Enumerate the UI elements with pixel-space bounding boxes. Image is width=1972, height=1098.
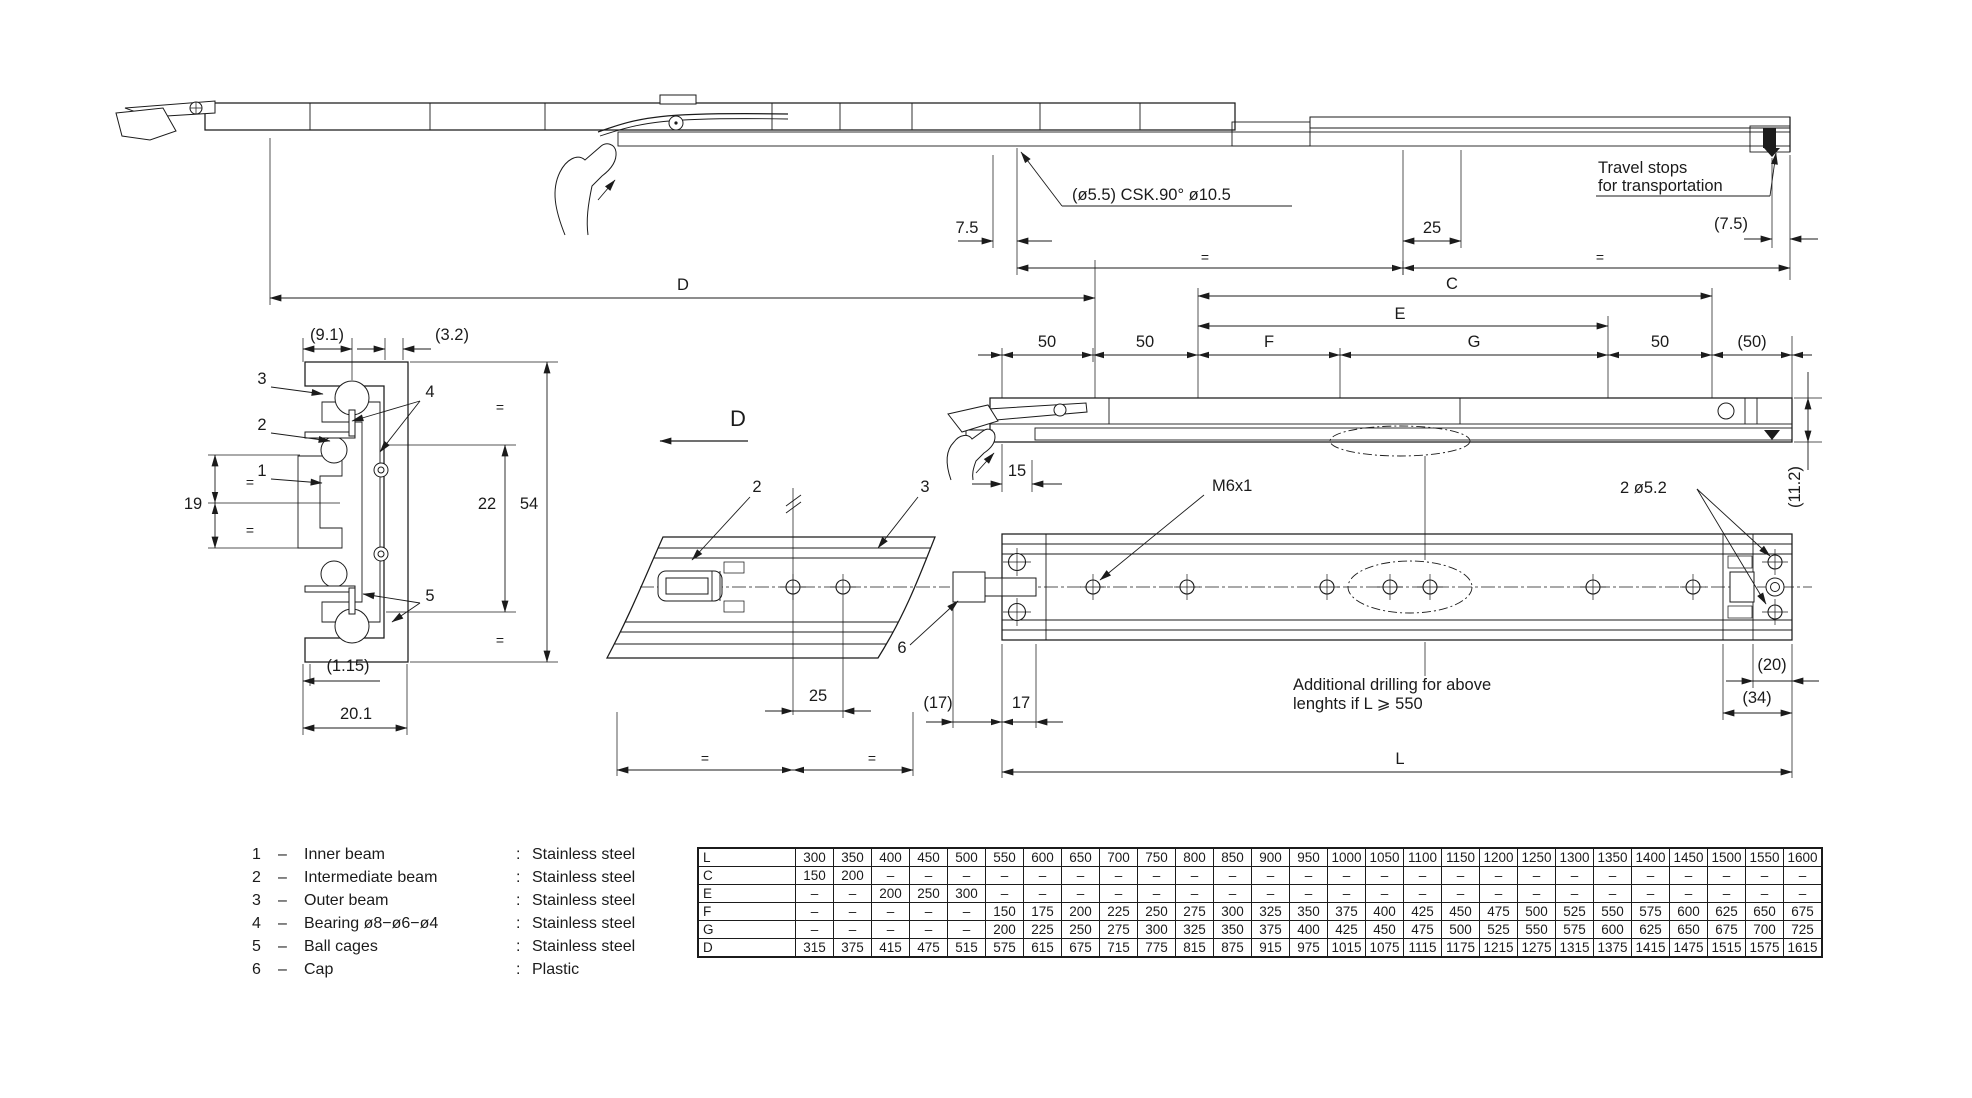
travel-stop-block (1749, 125, 1791, 157)
finger-icon-top (554, 143, 617, 236)
partial-dim-25-label: 25 (809, 687, 827, 705)
latch-detail (657, 561, 745, 613)
closed-view-plan (952, 456, 1812, 676)
dim-17-ref-label: (17) (923, 694, 952, 712)
section-label-4: 4 (425, 383, 434, 401)
parts-list-row: 2–Intermediate beam:Stainless steel (252, 869, 636, 886)
dim-50-label: 50 (1038, 333, 1056, 351)
partial-label-2: 2 (752, 478, 761, 496)
travel-stops-note-line2: for transportation (1598, 177, 1723, 195)
dim-C-label: C (1446, 275, 1458, 293)
dim-D-label: D (677, 276, 689, 294)
top-view-extended-slide (115, 94, 1791, 236)
parts-list-row: 6–Cap:Plastic (252, 961, 580, 978)
partial-view: 2 3 D 25 = = (605, 406, 950, 776)
closed-view-dimensions-top: C E 50 50 F G 50 (50) (978, 275, 1812, 398)
dim-50-ref-label: (50) (1737, 333, 1766, 351)
drill-note-line1: Additional drilling for above (1293, 676, 1491, 694)
equal-mark: = (246, 522, 254, 538)
section-label-1: 1 (257, 462, 266, 480)
thread-note-m6x1: M6x1 (1212, 477, 1252, 495)
dim-54-label: 54 (520, 495, 538, 513)
dim-25-label: 25 (1423, 219, 1441, 237)
parts-list-row: 5–Ball cages:Stainless steel (252, 938, 636, 955)
intermediate-beam-strip (617, 131, 1791, 147)
equal-mark: = (496, 399, 504, 415)
equal-mark: = (246, 474, 254, 490)
parts-list-row: 3–Outer beam:Stainless steel (252, 892, 636, 909)
top-view-dimensions: D 7.5 (ø5.5) CSK.90° ø10.5 25 (7.5) = = … (269, 138, 1818, 398)
cap-label-6: 6 (897, 639, 906, 657)
inner-beam-section (297, 455, 343, 549)
parts-list: 1–Inner beam:Stainless steel 2–Intermedia… (252, 843, 635, 981)
detail-ellipse-elevation (1329, 425, 1471, 457)
dim-7-5-label: 7.5 (956, 219, 979, 237)
outer-beam-section (304, 361, 409, 663)
csk-note: (ø5.5) CSK.90° ø10.5 (1072, 186, 1231, 204)
finger-icon-closed (946, 428, 996, 481)
dim-50-label: 50 (1651, 333, 1669, 351)
dim-19-label: 19 (184, 495, 202, 513)
dim-17-label: 17 (1012, 694, 1030, 712)
dim-7-5-ref-label: (7.5) (1714, 215, 1748, 233)
section-label-3: 3 (257, 370, 266, 388)
dim-E-label: E (1394, 305, 1405, 323)
parts-list-row: 1–Inner beam:Stainless steel (252, 846, 636, 863)
drill-note-line2: lenghts if L ⩾ 550 (1293, 695, 1423, 713)
closed-view-annotations: M6x1 2 ø5.2 6 (17) 17 (20) (34) L Additi… (897, 477, 1819, 778)
closed-view-elevation: (11.2) 15 (946, 372, 1822, 508)
dim-22-label: 22 (478, 495, 496, 513)
cross-section-view: 3 2 1 4 5 19 = = 22 54 = = (9 (184, 326, 558, 735)
detail-ellipse-plan (1347, 560, 1473, 614)
dim-L-label: L (1395, 750, 1404, 768)
view-direction-D-label: D (730, 406, 746, 431)
mid-latch (597, 94, 789, 137)
dim-11-2-label: (11.2) (1786, 466, 1804, 508)
equal-mark: = (1596, 249, 1604, 265)
dim-G-label: G (1468, 333, 1481, 351)
dim-34-ref-label: (34) (1742, 689, 1771, 707)
dim-50-label: 50 (1136, 333, 1154, 351)
dim-9-1-label: (9.1) (310, 326, 344, 344)
equal-mark: = (868, 750, 876, 766)
partial-label-3: 3 (920, 478, 929, 496)
dim-F-label: F (1264, 333, 1274, 351)
dim-20-1-label: 20.1 (340, 705, 372, 723)
dim-20-ref-label: (20) (1757, 656, 1786, 674)
dim-1-15-label: (1.15) (326, 657, 369, 675)
section-label-5: 5 (425, 587, 434, 605)
holes-note-2x5-2: 2 ø5.2 (1620, 479, 1667, 497)
equal-mark: = (496, 632, 504, 648)
release-lever-left (115, 100, 216, 141)
section-label-2: 2 (257, 416, 266, 434)
equal-mark: = (1201, 249, 1209, 265)
equal-mark: = (701, 750, 709, 766)
release-lever-closed (947, 402, 1088, 433)
dim-15-label: 15 (1008, 462, 1026, 480)
parts-list-row: 4–Bearing ø8−ø6−ø4:Stainless steel (252, 915, 636, 932)
dim-3-2-label: (3.2) (435, 326, 469, 344)
travel-stops-note-line1: Travel stops (1598, 159, 1687, 177)
cap-plastic (952, 571, 986, 603)
